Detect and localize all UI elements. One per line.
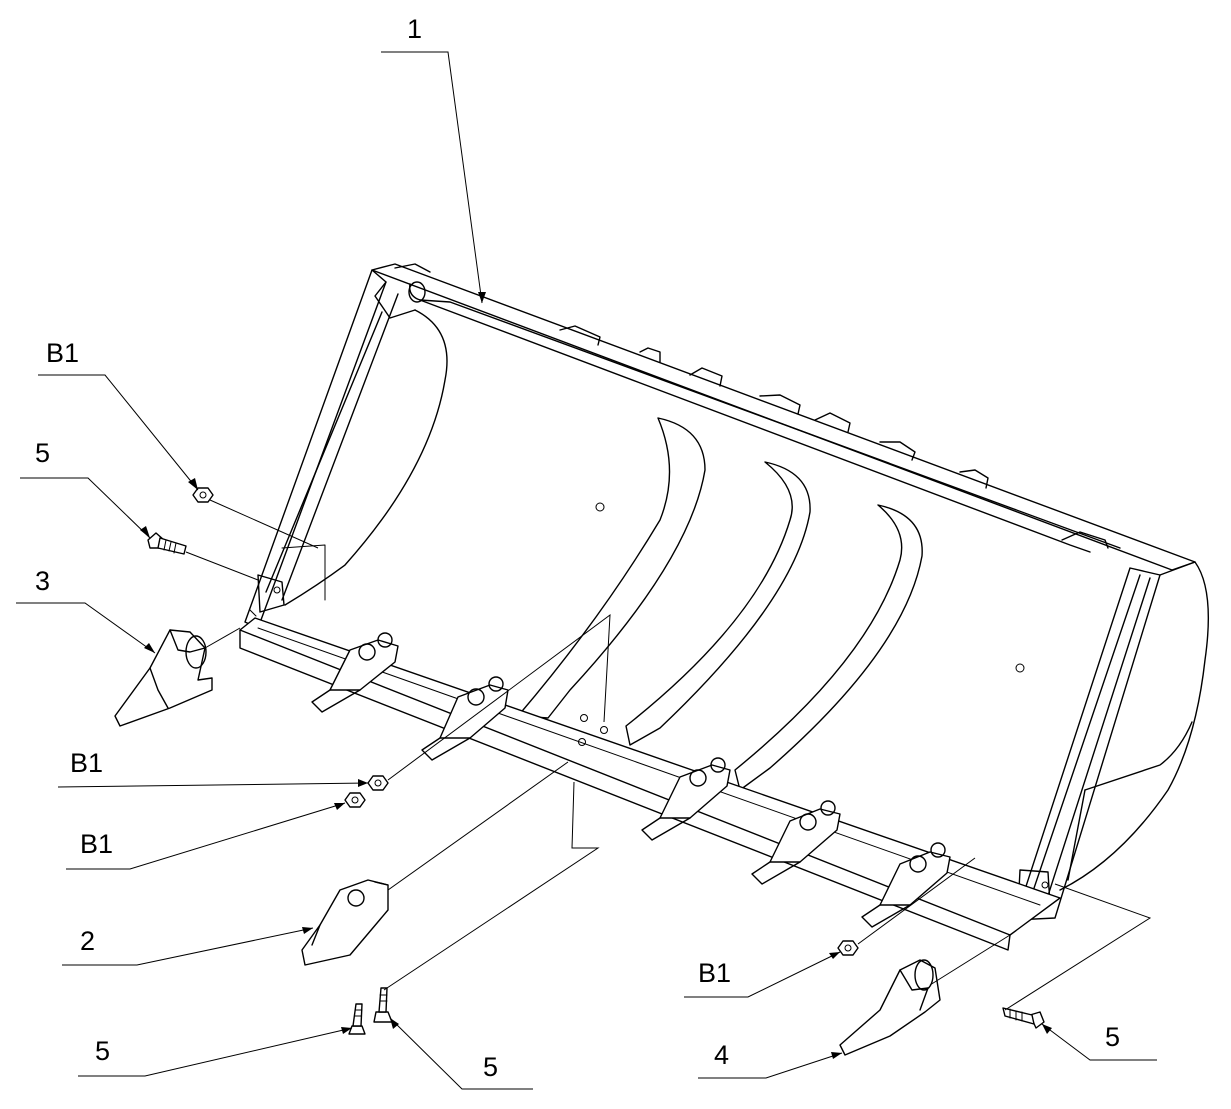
callout-5-right: 5 xyxy=(1105,1022,1120,1052)
mounted-tooth-4 xyxy=(751,800,841,885)
callout-labels: 1 B1 5 3 B1 B1 2 B1 5 5 4 5 xyxy=(35,14,1120,1082)
corner-adapter-right xyxy=(839,959,941,1056)
mounted-tooth-5 xyxy=(861,842,951,928)
callout-3: 3 xyxy=(35,566,50,596)
nut-b1-right xyxy=(837,940,859,956)
bolt-5-right xyxy=(1002,1007,1045,1029)
callout-5-bottom-1: 5 xyxy=(95,1036,110,1066)
bolt-5-bottom-1 xyxy=(348,1003,366,1035)
nut-b1-center-2 xyxy=(344,792,366,808)
callout-5-bottom-2: 5 xyxy=(483,1052,498,1082)
callout-4: 4 xyxy=(714,1040,729,1070)
mounted-teeth xyxy=(311,632,951,928)
nut-b1-center-1 xyxy=(367,775,389,791)
bucket-body xyxy=(239,263,1210,951)
bolt-5-bottom-2 xyxy=(373,987,393,1023)
corner-adapter-left xyxy=(114,629,213,727)
leader-lines xyxy=(16,51,1157,1090)
callout-1: 1 xyxy=(407,14,422,44)
nut-b1-top-left xyxy=(192,487,214,503)
bolt-5-left xyxy=(147,532,187,555)
callout-5-left: 5 xyxy=(35,438,50,468)
mounted-tooth-3 xyxy=(641,757,731,841)
callout-2: 2 xyxy=(80,926,95,956)
callout-b1-top-left: B1 xyxy=(46,338,79,368)
mounted-tooth-1 xyxy=(311,632,399,713)
center-adapter-loose xyxy=(301,879,389,966)
callout-b1-right: B1 xyxy=(698,958,731,988)
callout-b1-center-2: B1 xyxy=(80,829,113,859)
callout-b1-center-1: B1 xyxy=(70,748,103,778)
mounted-tooth-2 xyxy=(421,676,509,761)
